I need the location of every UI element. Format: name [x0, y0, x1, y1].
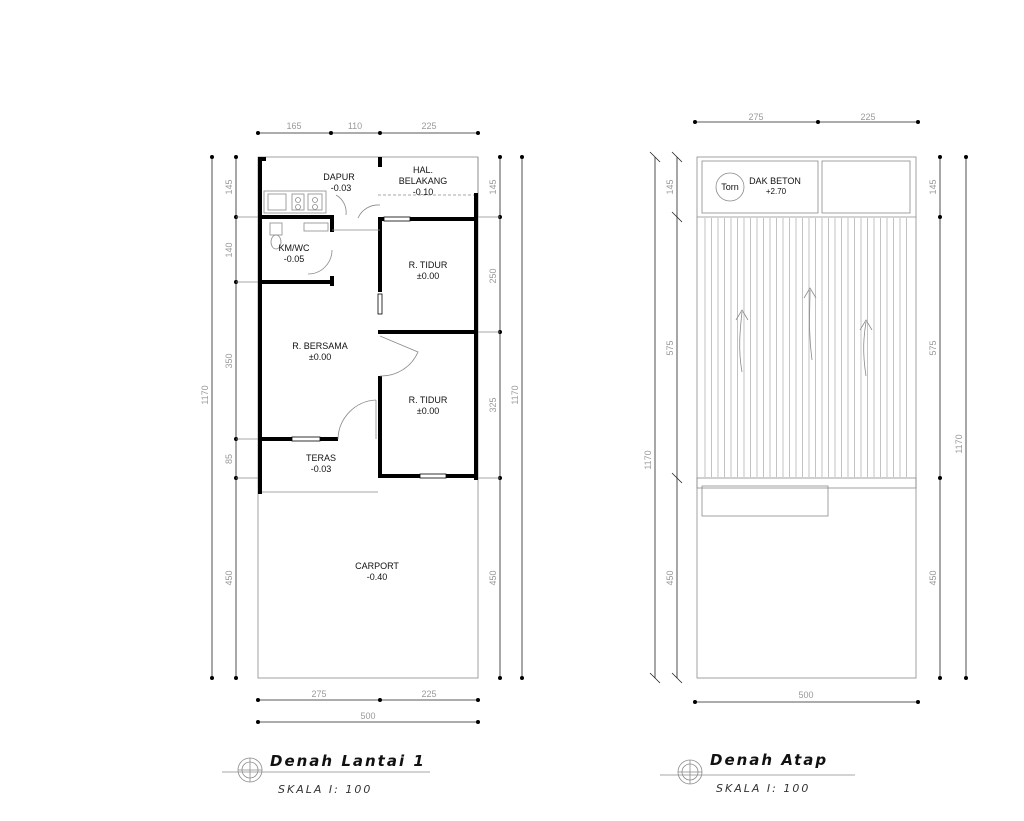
dim-right-1: 145 — [488, 179, 498, 194]
floor-outline — [257, 156, 479, 679]
roof-dim-left-2: 575 — [665, 340, 675, 355]
roof-left-dimensions: 145 575 450 1170 — [643, 151, 683, 684]
roof-title-block: Denah Atap SKALA I: 100 — [660, 751, 855, 795]
roof-top-dimensions: 275 225 — [693, 112, 920, 124]
floor-plan: 165 110 225 145 140 350 85 450 1170 — [200, 121, 524, 796]
room-teras-level: -0.03 — [311, 464, 332, 474]
dim-bottom-2: 225 — [421, 689, 436, 699]
roof-sheet-lines — [704, 218, 907, 477]
floor-left-dimensions: 145 140 350 85 450 1170 — [200, 155, 258, 680]
room-kmwc-name: KM/WC — [279, 243, 310, 253]
room-hal-name1: HAL. — [413, 165, 433, 175]
room-dapur-name: DAPUR — [323, 172, 355, 182]
floor-title: Denah Lantai 1 — [270, 752, 426, 770]
roof-plan: 275 225 145 575 450 1170 145 575 — [643, 112, 968, 795]
roof-dim-left-total: 1170 — [643, 450, 653, 469]
kitchen-fixtures — [263, 190, 327, 214]
room-hal-level: -0.10 — [413, 187, 434, 197]
roof-dim-right-total: 1170 — [954, 434, 964, 453]
floor-top-dimensions: 165 110 225 — [256, 121, 480, 135]
bathroom-fixtures — [269, 222, 329, 250]
room-dapur-level: -0.03 — [331, 183, 352, 193]
room-tidur1-name: R. TIDUR — [409, 260, 448, 270]
dim-left-total: 1170 — [200, 385, 210, 404]
dim-left-2: 140 — [224, 242, 234, 257]
roof-outline — [696, 156, 917, 679]
room-carport-level: -0.40 — [367, 572, 388, 582]
dim-right-4: 450 — [488, 570, 498, 585]
dim-left-3: 350 — [224, 353, 234, 368]
floor-doors — [307, 194, 419, 440]
dim-top-2: 110 — [348, 121, 362, 131]
dim-right-3: 325 — [488, 397, 498, 412]
dim-top-3: 225 — [421, 121, 436, 131]
dim-left-4: 85 — [224, 454, 234, 464]
floor-windows — [291, 216, 447, 479]
floor-title-block: Denah Lantai 1 SKALA I: 100 — [222, 752, 430, 796]
room-teras-name: TERAS — [306, 453, 336, 463]
room-carport-name: CARPORT — [355, 561, 399, 571]
floor-scale: SKALA I: 100 — [278, 783, 372, 796]
dim-left-5: 450 — [224, 570, 234, 585]
roof-dim-top-1: 275 — [748, 112, 763, 122]
room-labels: DAPUR -0.03 HAL. BELAKANG -0.10 KM/WC -0… — [279, 165, 448, 582]
roof-title: Denah Atap — [710, 751, 828, 769]
roof-dim-right-2: 575 — [928, 340, 938, 355]
roof-right-dimensions: 145 575 450 1170 — [928, 155, 968, 680]
dak-beton-level: +2.70 — [766, 187, 787, 196]
room-hal-name2: BELAKANG — [399, 176, 448, 186]
room-bersama-name: R. BERSAMA — [292, 341, 348, 351]
roof-dim-left-3: 450 — [665, 570, 675, 585]
room-bersama-level: ±0.00 — [309, 352, 331, 362]
roof-dim-right-3: 450 — [928, 570, 938, 585]
room-kmwc-level: -0.05 — [284, 254, 305, 264]
dak-beton-label: DAK BETON — [749, 176, 801, 186]
water-tank: Torn — [715, 172, 745, 202]
dim-top-1: 165 — [286, 121, 301, 131]
dim-bottom-1: 275 — [311, 689, 326, 699]
room-tidur2-name: R. TIDUR — [409, 395, 448, 405]
room-tidur2-level: ±0.00 — [417, 406, 439, 416]
roof-bottom-dimensions: 500 — [693, 690, 920, 704]
dim-right-total: 1170 — [510, 385, 520, 404]
roof-dim-bottom: 500 — [798, 690, 813, 700]
dim-right-2: 250 — [488, 268, 498, 283]
floor-right-dimensions: 145 250 325 450 1170 — [478, 155, 524, 680]
roof-scale: SKALA I: 100 — [716, 782, 810, 795]
room-tidur1-level: ±0.00 — [417, 271, 439, 281]
roof-dim-right-1: 145 — [928, 179, 938, 194]
roof-dim-left-1: 145 — [665, 179, 675, 194]
dim-left-1: 145 — [224, 179, 234, 194]
torn-label: Torn — [721, 182, 739, 192]
roof-dim-top-2: 225 — [860, 112, 875, 122]
roof-slope-arrows — [735, 287, 873, 377]
floor-bottom-dimensions: 275 225 500 — [256, 689, 480, 724]
dim-bottom-total: 500 — [360, 711, 375, 721]
